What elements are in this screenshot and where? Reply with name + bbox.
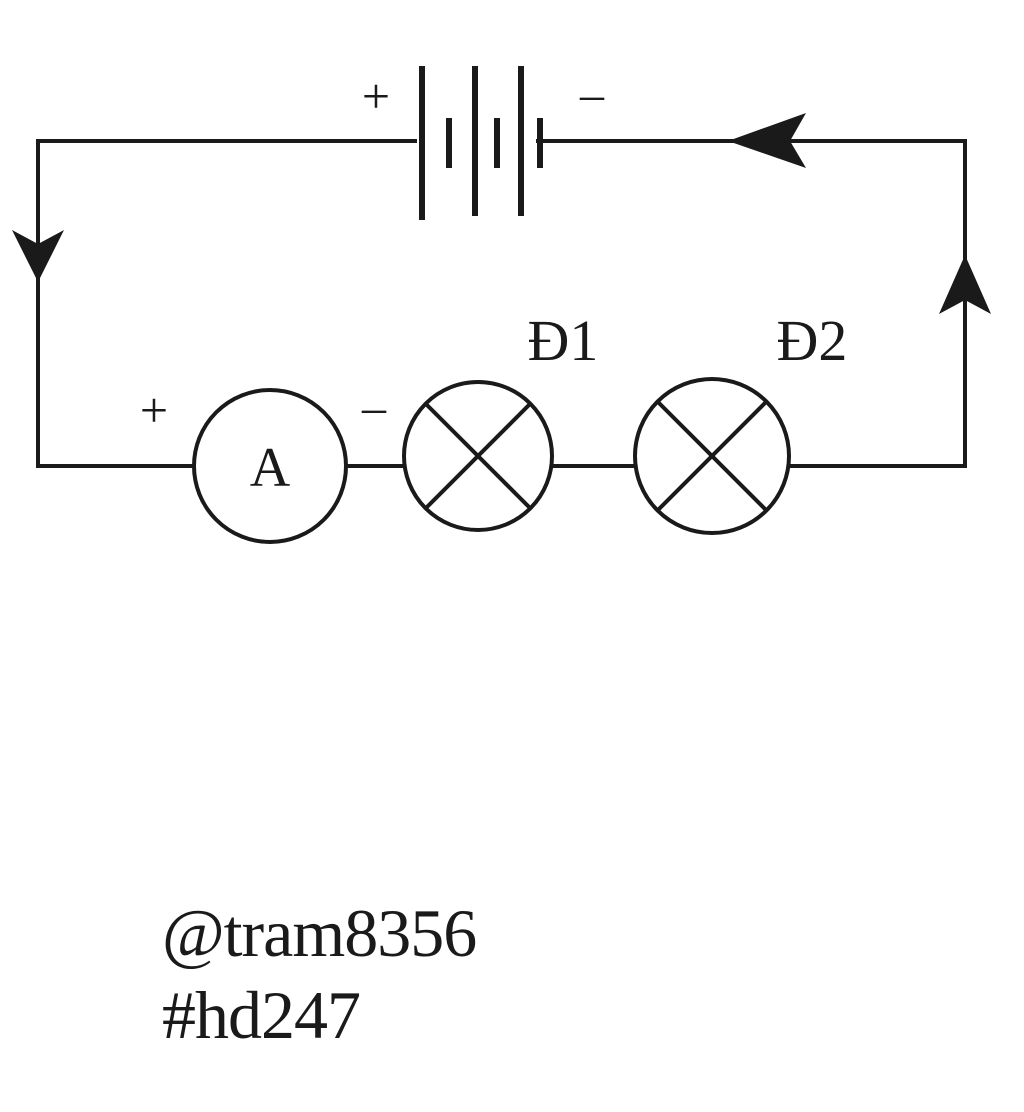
hashtag: #hd247 — [162, 977, 361, 1053]
ammeter-positive-sign: + — [140, 382, 168, 438]
lamp-2-cross-b — [655, 399, 769, 513]
lamp-1: Đ1 — [402, 308, 599, 532]
ammeter-negative-sign: – — [361, 381, 387, 434]
arrow-left-icon — [728, 113, 806, 168]
lamp-2-label: Đ2 — [777, 308, 848, 373]
wires — [36, 139, 967, 468]
lamp-1-label: Đ1 — [528, 308, 599, 373]
battery-negative-sign: – — [579, 68, 605, 121]
ammeter-symbol: A — [250, 437, 291, 499]
ammeter: A + – — [140, 381, 387, 544]
credits: @tram8356 #hd247 — [162, 892, 477, 1056]
arrow-up-icon — [939, 255, 991, 314]
lamp-2: Đ2 — [633, 308, 848, 535]
battery: + – — [362, 66, 605, 220]
author-handle: @tram8356 — [162, 895, 477, 971]
battery-positive-sign: + — [362, 68, 390, 124]
current-arrows — [12, 113, 991, 314]
wire-top-left — [36, 139, 417, 468]
lamp-1-cross-b — [423, 401, 533, 511]
ammeter-circle — [192, 388, 348, 544]
arrow-down-icon — [12, 230, 64, 282]
